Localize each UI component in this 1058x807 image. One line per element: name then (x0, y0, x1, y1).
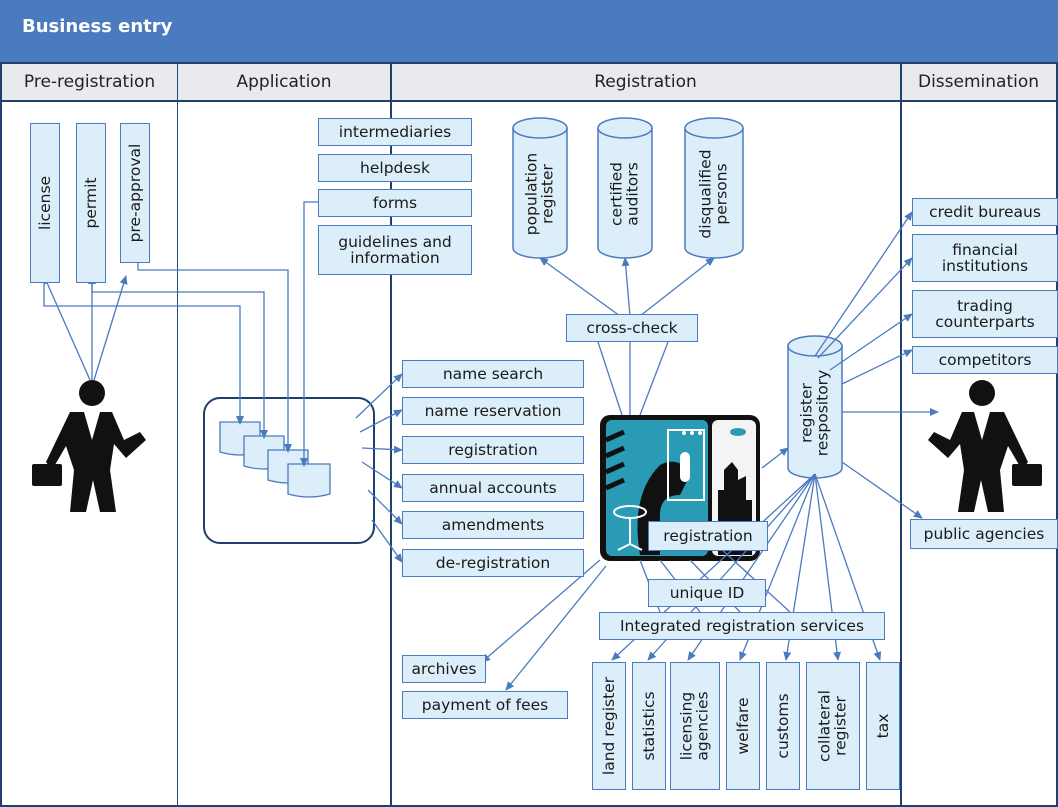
unique-id-box: unique ID (648, 579, 766, 607)
helpdesk-box: helpdesk (318, 154, 472, 182)
amendments-box: amendments (402, 511, 584, 539)
license-label: license (35, 175, 54, 231)
tax-box: tax (866, 662, 900, 790)
permit-label: permit (81, 177, 100, 229)
competitors-box: competitors (912, 346, 1058, 374)
register-repository-label: register respository (797, 369, 832, 457)
column-divider (177, 64, 178, 807)
disqualified-persons-db: disqualified persons (685, 138, 743, 250)
population-register-db: population register (513, 138, 567, 250)
statistics-label: statistics (639, 691, 658, 761)
registration-service-box: registration (402, 436, 584, 464)
trading-counterparts-box: trading counterparts (912, 290, 1058, 338)
guidelines-box: guidelines and information (318, 225, 472, 275)
collateral-register-box: collateral register (806, 662, 860, 790)
pre-approval-box: pre-approval (120, 123, 150, 263)
name-reservation-box: name reservation (402, 397, 584, 425)
register-repository: register respository (788, 356, 842, 470)
land-register-label: land register (599, 676, 618, 776)
column-header-dissemination: Dissemination (901, 64, 1056, 102)
column-divider (390, 64, 392, 807)
licensing-agencies-label: licensing agencies (677, 691, 712, 761)
name-search-box: name search (402, 360, 584, 388)
public-agencies-box: public agencies (910, 519, 1058, 549)
licensing-agencies-box: licensing agencies (670, 662, 720, 790)
registration-center-label: registration (648, 521, 768, 551)
statistics-box: statistics (632, 662, 666, 790)
population-register-label: population register (522, 152, 557, 236)
de-registration-box: de-registration (402, 549, 584, 577)
credit-bureaus-box: credit bureaus (912, 198, 1058, 226)
annual-accounts-box: annual accounts (402, 474, 584, 502)
column-header-registration: Registration (391, 64, 900, 102)
certified-auditors-db: certified auditors (598, 138, 652, 250)
archives-box: archives (402, 655, 486, 683)
intermediaries-box: intermediaries (318, 118, 472, 146)
integrated-services-box: Integrated registration services (599, 612, 885, 640)
businessman-right-figure (928, 380, 1042, 512)
license-box: license (30, 123, 60, 283)
cross-check-box: cross-check (566, 314, 698, 342)
document-stack (219, 421, 331, 498)
certified-auditors-label: certified auditors (607, 162, 642, 226)
customs-box: customs (766, 662, 800, 790)
payment-of-fees-box: payment of fees (402, 691, 568, 719)
customs-label: customs (773, 693, 792, 759)
financial-institutions-box: financial institutions (912, 234, 1058, 282)
tax-label: tax (873, 713, 892, 739)
title-bar: Business entry (0, 0, 1058, 64)
businessman-left-figure (32, 380, 146, 512)
permit-box: permit (76, 123, 106, 283)
column-divider (900, 64, 902, 807)
welfare-label: welfare (733, 697, 752, 755)
database-cylinder (512, 117, 843, 479)
disqualified-persons-label: disqualified persons (696, 149, 731, 239)
collateral-register-label: collateral register (815, 690, 850, 762)
diagram-title: Business entry (22, 16, 173, 37)
land-register-box: land register (592, 662, 626, 790)
column-header-pre-registration: Pre-registration (2, 64, 177, 102)
welfare-box: welfare (726, 662, 760, 790)
pre-approval-label: pre-approval (125, 143, 144, 243)
column-header-application: Application (178, 64, 390, 102)
forms-box: forms (318, 189, 472, 217)
